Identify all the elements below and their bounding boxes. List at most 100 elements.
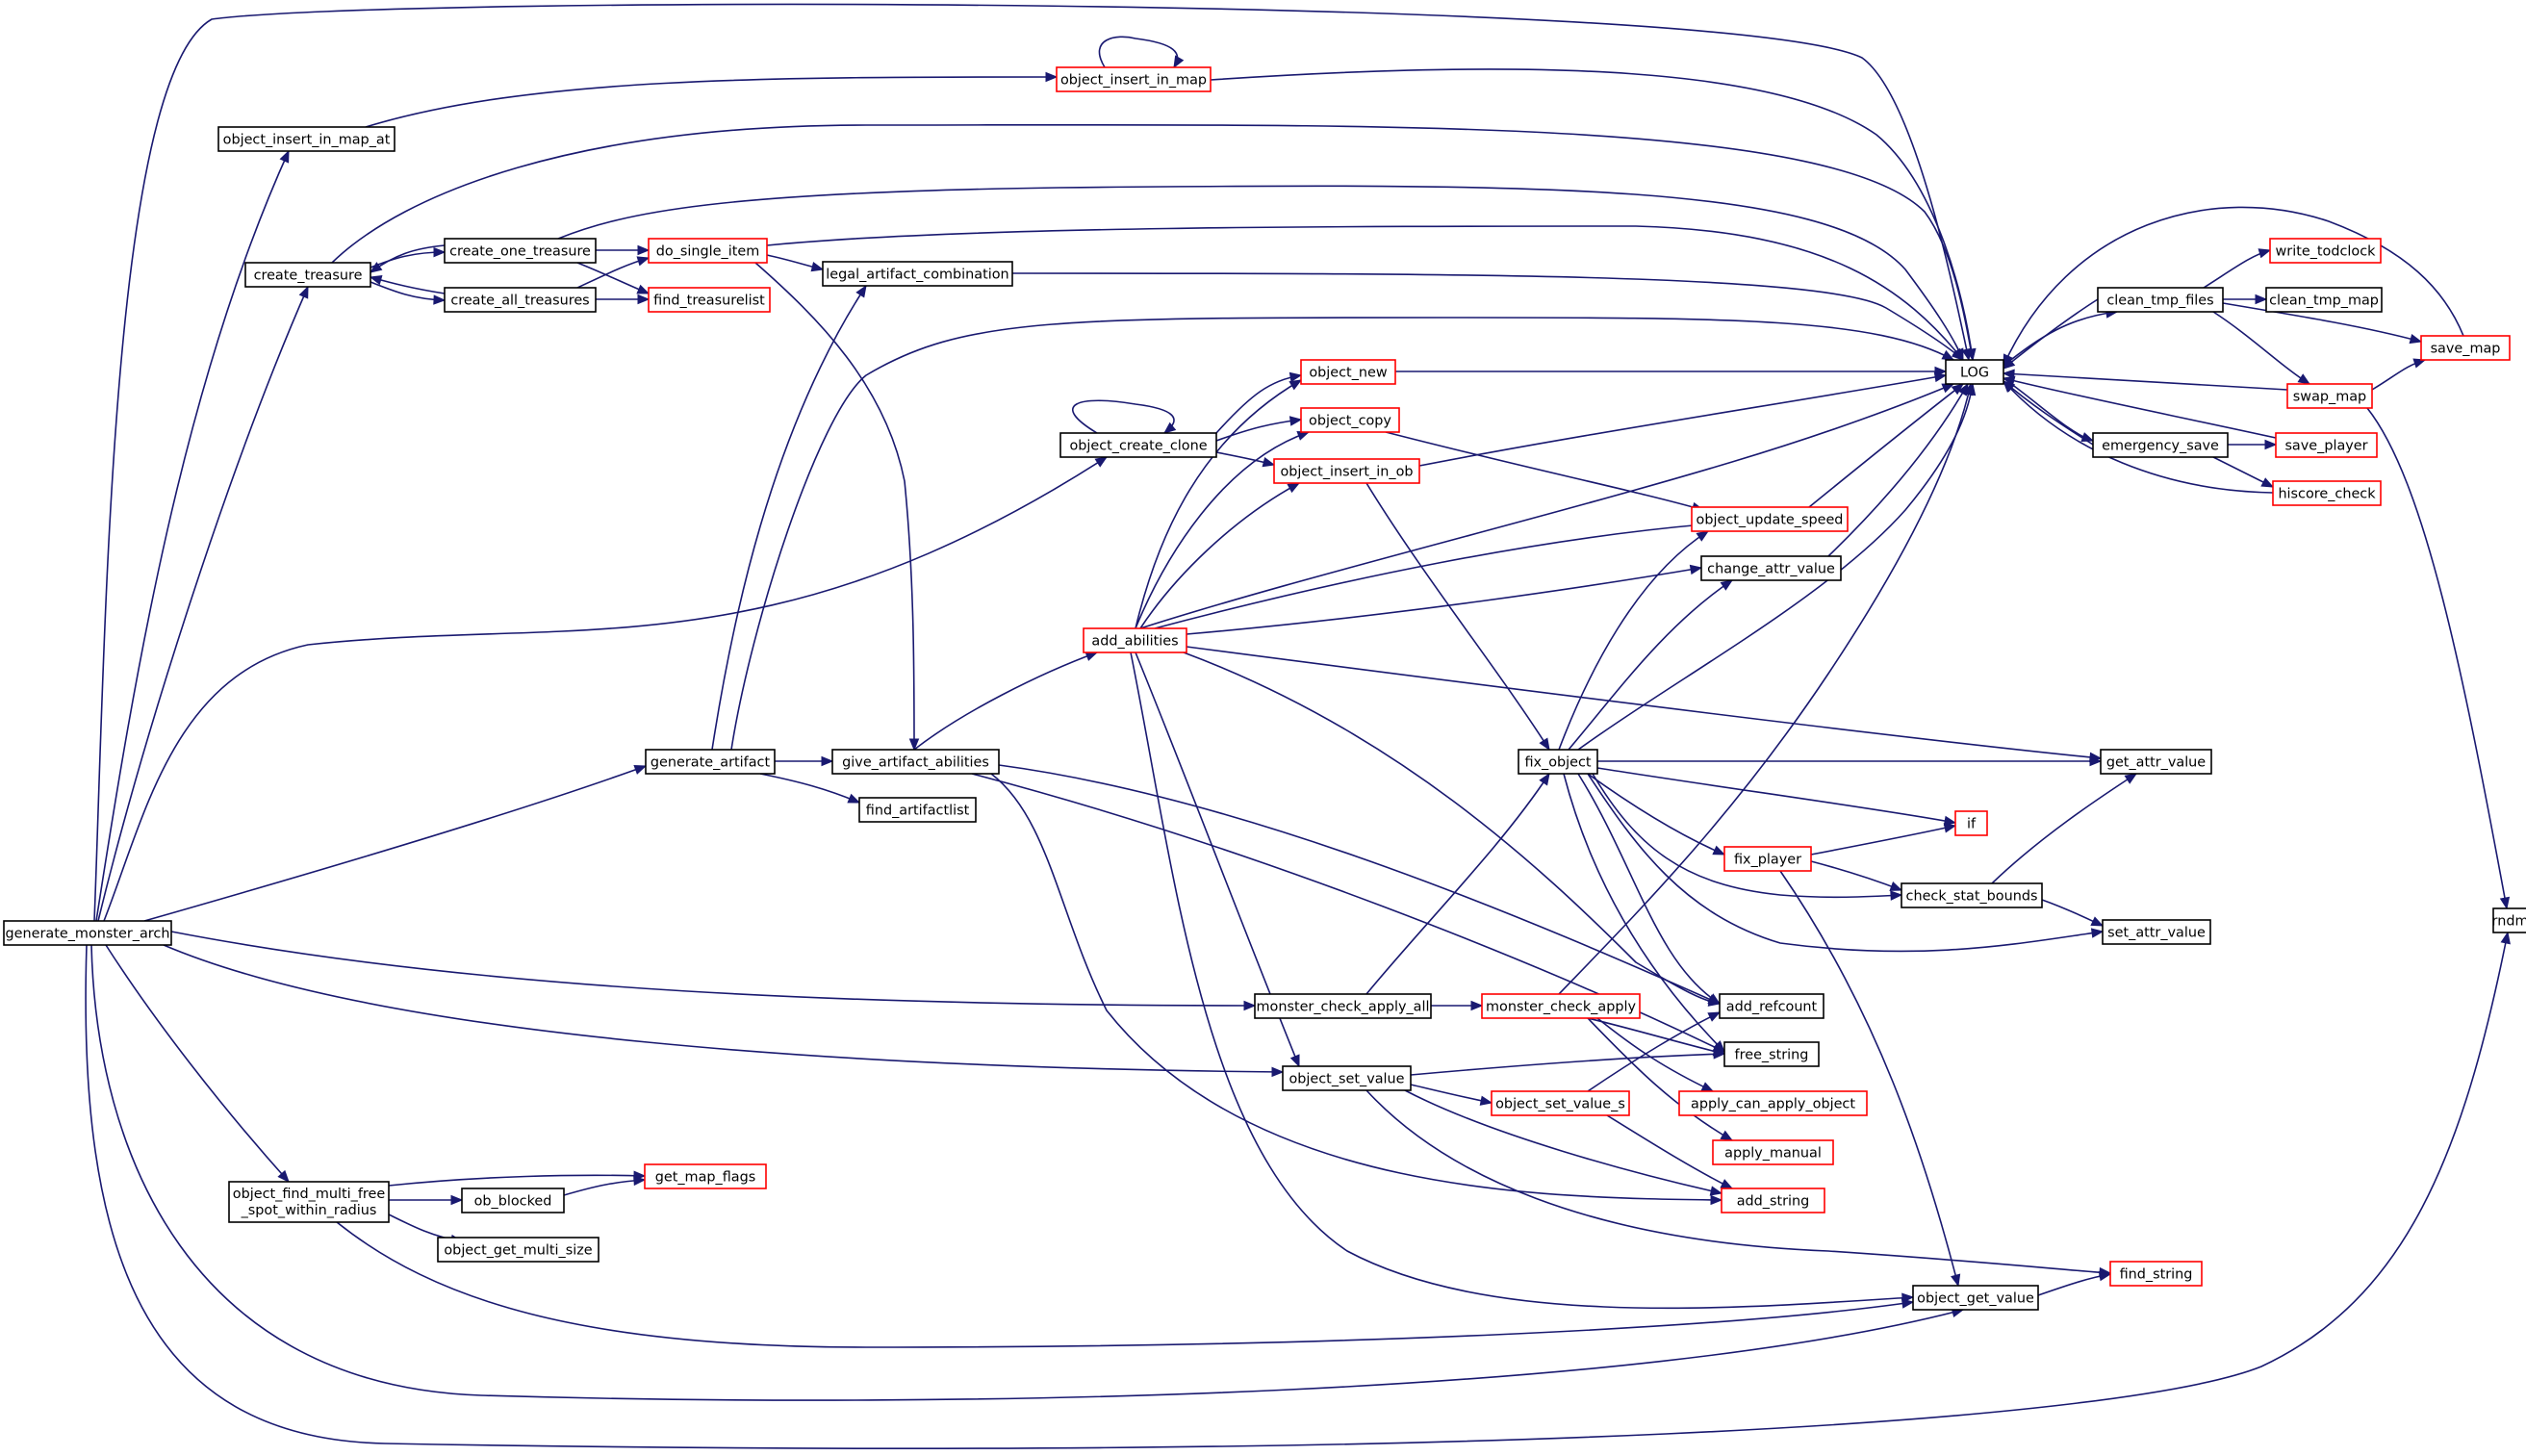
arrowhead-add_abilities-to-object_new — [1289, 379, 1303, 391]
arrowhead-swap_map-to-LOG — [2002, 369, 2015, 379]
node-object-get-multi-size[interactable]: object_get_multi_size — [437, 1237, 600, 1263]
arrowhead-monster_check_apply-to-LOG — [1963, 382, 1974, 396]
node-if[interactable]: if — [1954, 810, 1988, 836]
arrowhead-object_create_clone-to-object_new — [1289, 371, 1303, 383]
node-find-treasurelist[interactable]: find_treasurelist — [648, 287, 771, 313]
node-box — [1945, 359, 2004, 385]
node-object-insert-in-map[interactable]: object_insert_in_map — [1056, 66, 1212, 92]
node-box — [2420, 335, 2511, 361]
node-object-set-value-s[interactable]: object_set_value_s — [1491, 1090, 1630, 1116]
node-object-copy[interactable]: object_copy — [1300, 407, 1400, 433]
arrowhead-fix_player-to-if — [1943, 823, 1957, 833]
node-layer: generate_monster_arch object_insert_in_ma… — [3, 66, 2526, 1311]
edge-object_set_value-to-free_string — [1410, 1053, 1725, 1076]
node-save-map[interactable]: save_map — [2420, 335, 2511, 361]
node-create-one-treasure[interactable]: create_one_treasure — [444, 238, 597, 264]
node-object-insert-in-ob[interactable]: object_insert_in_ob — [1273, 458, 1420, 484]
node-fix-player[interactable]: fix_player — [1723, 846, 1812, 872]
node-monster-check-apply[interactable]: monster_check_apply — [1481, 993, 1641, 1019]
node-apply-manual[interactable]: apply_manual — [1712, 1139, 1834, 1165]
node-do-single-item[interactable]: do_single_item — [648, 238, 768, 264]
node-clean-tmp-files[interactable]: clean_tmp_files — [2097, 287, 2224, 313]
arrowhead-generate_artifact-to-give_artifact_abilities — [821, 755, 834, 767]
node-box — [1282, 1065, 1412, 1091]
edge-hiscore_check-to-LOG — [2003, 380, 2274, 494]
node-label: fix_object — [1524, 755, 1591, 771]
node-clean-tmp-map[interactable]: clean_tmp_map — [2265, 287, 2383, 313]
node-get-map-flags[interactable]: get_map_flags — [644, 1163, 767, 1189]
node-change-attr-value[interactable]: change_attr_value — [1700, 555, 1842, 581]
node-box — [2102, 919, 2211, 945]
node-hiscore-check[interactable]: hiscore_check — [2272, 480, 2382, 506]
node-set-attr-value[interactable]: set_attr_value — [2102, 919, 2211, 945]
arrowhead-object_create_clone-to-object_copy — [1289, 416, 1303, 426]
node-label: emergency_save — [2102, 439, 2219, 454]
node-give-artifact-abilities[interactable]: give_artifact_abilities — [831, 749, 1000, 775]
node-label: legal_artifact_combination — [826, 268, 1008, 283]
node-generate-monster-arch[interactable]: generate_monster_arch — [3, 920, 172, 946]
node-box — [2097, 287, 2224, 313]
arrowhead-generate_artifact-to-legal_artifact_combination — [855, 284, 867, 298]
edge-fix_player-to-object_get_value — [1779, 870, 1959, 1287]
node-apply-can-apply-object[interactable]: apply_can_apply_object — [1678, 1090, 1868, 1116]
arrowhead-fix_object-to-set_attr_value — [2090, 928, 2105, 938]
edge-generate_monster_arch-to-rndm — [85, 932, 2509, 1450]
arrowhead-clean_tmp_files-to-write_todclock — [2258, 248, 2272, 259]
edge-object_insert_in_map-to-LOG — [1210, 68, 1974, 361]
node-box — [1912, 1285, 2039, 1311]
node-rndm[interactable]: rndm — [2492, 907, 2526, 933]
node-add-refcount[interactable]: add_refcount — [1719, 993, 1824, 1019]
node-object-set-value[interactable]: object_set_value — [1282, 1065, 1412, 1091]
node-box — [228, 1181, 390, 1223]
node-box — [1491, 1090, 1630, 1116]
node-ob-blocked[interactable]: ob_blocked — [461, 1188, 565, 1213]
node-free-string[interactable]: free_string — [1723, 1041, 1820, 1067]
node-write-todclock[interactable]: write_todclock — [2269, 238, 2382, 264]
node-swap-map[interactable]: swap_map — [2286, 383, 2373, 409]
node-object-insert-in-map-at[interactable]: object_insert_in_map_at — [217, 126, 395, 152]
node-create-all-treasures[interactable]: create_all_treasures — [444, 287, 597, 313]
node-label: generate_monster_arch — [6, 927, 170, 942]
edge-fix_object-to-check_stat_bounds — [1592, 773, 1902, 899]
node-label: create_treasure — [254, 268, 363, 284]
node-box — [2092, 432, 2229, 458]
edge-generate_artifact-to-legal_artifact_combination — [711, 285, 867, 751]
node-find-artifactlist[interactable]: find_artifactlist — [858, 797, 977, 823]
node-object-update-speed[interactable]: object_update_speed — [1691, 506, 1849, 532]
node-object-get-value[interactable]: object_get_value — [1912, 1285, 2039, 1311]
node-box — [1700, 555, 1842, 581]
node-object-create-clone[interactable]: object_create_clone — [1059, 432, 1217, 458]
arrowhead-object_find_multi_free_spot_within_radius-to-ob_blocked — [450, 1194, 464, 1206]
node-fix-object[interactable]: fix_object — [1518, 749, 1598, 775]
node-add-abilities[interactable]: add_abilities — [1083, 627, 1187, 653]
arrowhead-layer — [277, 55, 2511, 1317]
edge-save_player-to-LOG — [2003, 377, 2277, 439]
node-label: add_string — [1737, 1194, 1810, 1210]
node-check-stat-bounds[interactable]: check_stat_bounds — [1901, 882, 2043, 908]
node-generate-artifact[interactable]: generate_artifact — [645, 749, 776, 775]
node-label: add_refcount — [1726, 1000, 1818, 1015]
node-label: find_artifactlist — [866, 804, 970, 819]
node-label-line2: _spot_within_radius — [241, 1203, 377, 1218]
node-object-find-multi-free-spot-within-radius[interactable]: object_find_multi_free_spot_within_radiu… — [228, 1181, 390, 1223]
node-monster-check-apply-all[interactable]: monster_check_apply_all — [1254, 993, 1432, 1019]
node-LOG[interactable]: LOG — [1945, 359, 2004, 385]
node-save-player[interactable]: save_player — [2275, 432, 2378, 458]
node-emergency-save[interactable]: emergency_save — [2092, 432, 2229, 458]
node-create-treasure[interactable]: create_treasure — [244, 262, 371, 288]
node-box — [1254, 993, 1432, 1019]
node-label: create_one_treasure — [449, 244, 591, 260]
node-label: fix_player — [1734, 853, 1801, 868]
node-label: create_all_treasures — [450, 294, 589, 309]
node-box — [858, 797, 977, 823]
node-box — [2272, 480, 2382, 506]
node-add-string[interactable]: add_string — [1721, 1188, 1825, 1213]
node-find-string[interactable]: find_string — [2109, 1261, 2203, 1287]
node-object-new[interactable]: object_new — [1300, 359, 1396, 385]
node-get-attr-value[interactable]: get_attr_value — [2100, 749, 2212, 775]
edge-LOG-to-clean_tmp_files — [2003, 311, 2118, 367]
node-box — [444, 238, 597, 264]
edge-save_map-to-LOG — [2003, 206, 2464, 367]
node-legal-artifact-combination[interactable]: legal_artifact_combination — [822, 261, 1013, 287]
node-label: save_map — [2431, 342, 2501, 357]
